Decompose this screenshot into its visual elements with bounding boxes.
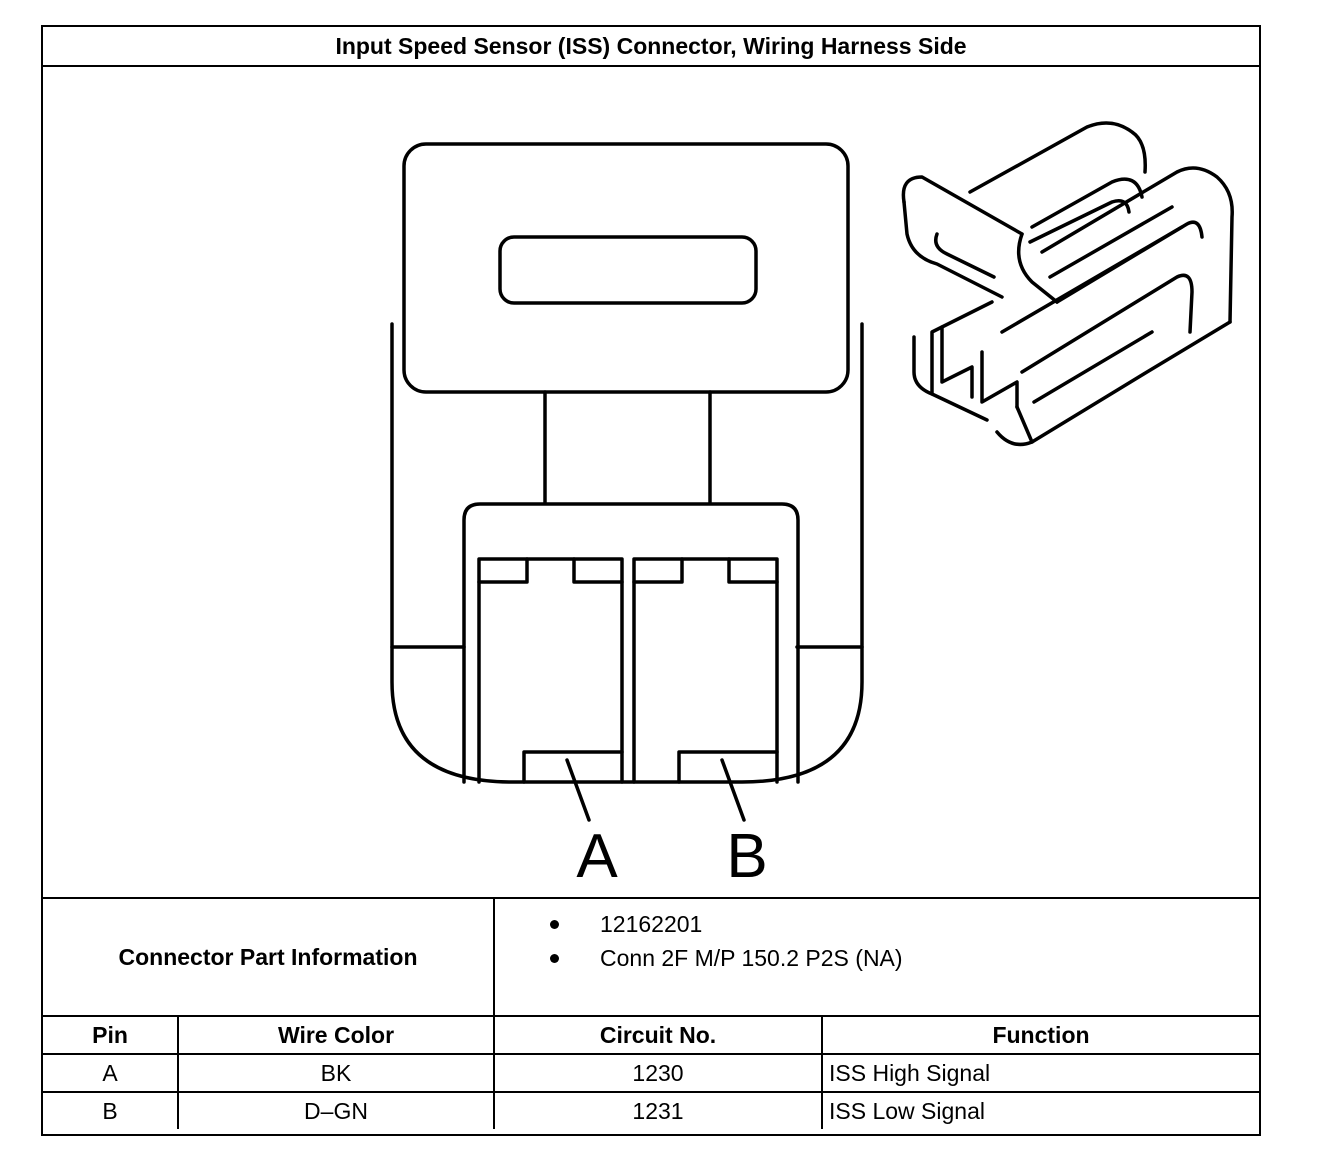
header-pin: Pin	[43, 1017, 179, 1055]
connector-iso-view	[901, 121, 1234, 447]
cell-pin: A	[43, 1053, 179, 1093]
housing-outline	[390, 322, 864, 784]
cell-wire-color: D–GN	[177, 1091, 495, 1129]
pin-label-b: B	[726, 822, 767, 891]
header-wire-color: Wire Color	[177, 1017, 495, 1055]
table-row: B D–GN 1231 ISS Low Signal	[43, 1091, 1259, 1129]
pin-table: Pin Wire Color Circuit No. Function A BK…	[43, 1017, 1259, 1129]
header-function: Function	[821, 1017, 1259, 1055]
table-row: A BK 1230 ISS High Signal	[43, 1053, 1259, 1093]
bullet-icon	[550, 911, 562, 929]
pin-table-header: Pin Wire Color Circuit No. Function	[43, 1017, 1259, 1055]
pin-label-a: A	[576, 822, 618, 891]
cell-function: ISS High Signal	[821, 1053, 1259, 1093]
cell-wire-color: BK	[177, 1053, 495, 1093]
cell-circuit-no: 1230	[493, 1053, 823, 1093]
connector-sheet: Input Speed Sensor (ISS) Connector, Wiri…	[41, 25, 1261, 1136]
connector-diagram: A B	[43, 67, 1259, 899]
sheet-title: Input Speed Sensor (ISS) Connector, Wiri…	[43, 27, 1259, 67]
cell-circuit-no: 1231	[493, 1091, 823, 1129]
bullet-icon	[550, 945, 562, 963]
connector-info-list: 12162201 Conn 2F M/P 150.2 P2S (NA)	[495, 899, 1259, 1015]
terminal-block	[462, 502, 800, 784]
cavity-b	[632, 557, 779, 784]
connector-info-row: Connector Part Information 12162201 Conn…	[43, 899, 1259, 1017]
connector-info-label: Connector Part Information	[43, 899, 495, 1015]
locking-tab	[402, 142, 850, 394]
tab-window	[498, 235, 758, 305]
cavity-a	[477, 557, 624, 784]
cell-function: ISS Low Signal	[821, 1091, 1259, 1129]
cell-pin: B	[43, 1091, 179, 1129]
header-circuit-no: Circuit No.	[493, 1017, 823, 1055]
